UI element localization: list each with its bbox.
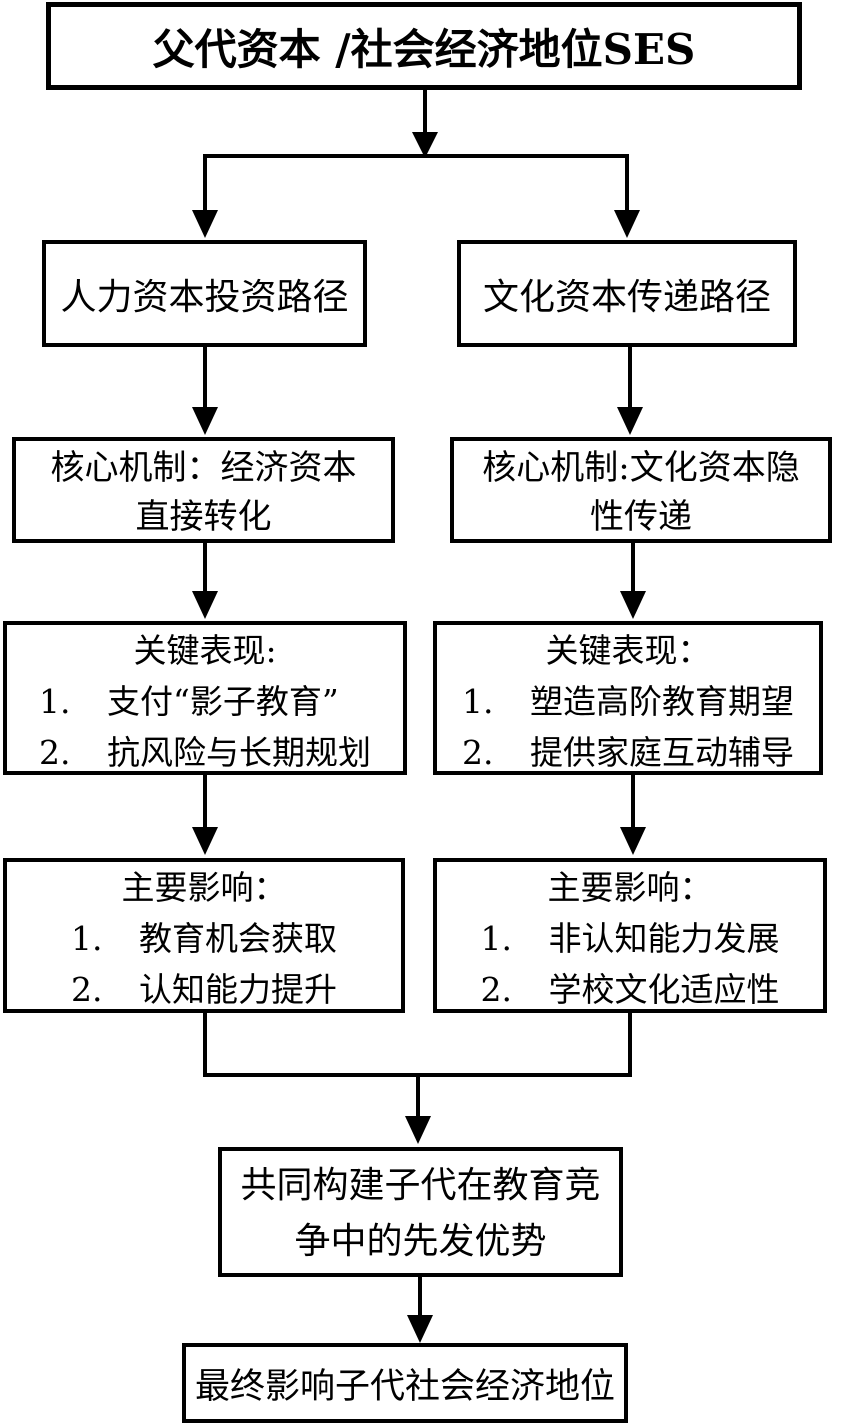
list-item: 1. 塑造高阶教育期望 — [462, 676, 794, 727]
list-item: 2. 认知能力提升 — [71, 964, 337, 1015]
node-label: 人力资本投资路径 — [60, 276, 349, 318]
node-final-ses-outcome: 最终影响子代社会经济地位 — [182, 1343, 628, 1423]
node-label: 文化资本传递路径 — [482, 276, 771, 318]
merge-bar — [203, 1013, 632, 1144]
arrow-branch-right-to-mechanism — [617, 347, 643, 435]
list-item-number: 1. — [480, 919, 513, 958]
list-item: 2. 提供家庭互动辅导 — [462, 727, 794, 778]
node-title: 主要影响： — [121, 868, 287, 907]
node-label: 父代资本 /社会经济地位SES — [152, 24, 696, 74]
list-item-number: 1. — [462, 682, 494, 721]
list-item-text: 支付“影子教育” — [107, 682, 339, 721]
node-impact-right: 主要影响： 1. 非认知能力发展 2. 学校文化适应性 — [433, 858, 827, 1013]
node-mechanism-left: 核心机制：经济资本 直接转化 — [12, 437, 395, 543]
node-parent-capital-ses: 父代资本 /社会经济地位SES — [46, 2, 802, 90]
node-label-line: 争中的先发优势 — [294, 1221, 547, 1262]
arrow-branch-left-to-mechanism — [192, 347, 218, 435]
arrow-merge-to-final — [407, 1277, 433, 1343]
list-item-number: 2. — [480, 970, 513, 1009]
node-label-line: 核心机制:文化资本隐 — [482, 448, 800, 488]
arrowhead-down-icon — [405, 1116, 431, 1144]
list-item-number: 1. — [71, 919, 103, 958]
list-item: 2. 抗风险与长期规划 — [39, 727, 371, 778]
list-item-text: 提供家庭互动辅导 — [530, 733, 794, 772]
numbered-list: 1. 非认知能力发展 2. 学校文化适应性 — [481, 913, 780, 1015]
list-item-number: 2. — [71, 970, 103, 1009]
arrow-manifestation-left-to-impact — [192, 775, 218, 855]
arrowhead-down-icon — [620, 827, 646, 855]
list-item: 1. 教育机会获取 — [71, 913, 337, 964]
list-item-number: 1. — [39, 682, 71, 721]
arrow-root-to-split — [412, 88, 438, 158]
list-item-text: 教育机会获取 — [139, 919, 337, 958]
node-title: 关键表现: — [133, 631, 277, 670]
arrowhead-down-icon — [614, 210, 640, 238]
split-bar — [192, 154, 640, 238]
list-item: 1. 支付“影子教育” — [39, 676, 371, 727]
node-human-capital-path: 人力资本投资路径 — [42, 240, 367, 347]
list-item-text: 学校文化适应性 — [548, 970, 780, 1009]
arrowhead-down-icon — [620, 591, 646, 619]
arrow-mechanism-left-to-manifestation — [192, 543, 218, 619]
arrowhead-down-icon — [192, 827, 218, 855]
list-item-text: 非认知能力发展 — [548, 919, 780, 958]
list-item-text: 认知能力提升 — [139, 970, 337, 1009]
arrowhead-down-icon — [192, 591, 218, 619]
list-item-number: 2. — [39, 733, 71, 772]
node-manifestation-left: 关键表现: 1. 支付“影子教育” 2. 抗风险与长期规划 — [3, 621, 407, 775]
arrowhead-down-icon — [192, 210, 218, 238]
list-item-number: 2. — [462, 733, 494, 772]
node-cultural-capital-path: 文化资本传递路径 — [457, 240, 797, 347]
arrowhead-down-icon — [407, 1315, 433, 1343]
numbered-list: 1. 教育机会获取 2. 认知能力提升 — [71, 913, 337, 1015]
arrow-mechanism-right-to-manifestation — [620, 543, 646, 619]
node-label-line: 共同构建子代在教育竞 — [240, 1165, 601, 1206]
numbered-list: 1. 塑造高阶教育期望 2. 提供家庭互动辅导 — [462, 676, 794, 778]
arrowhead-down-icon — [192, 407, 218, 435]
list-item-text: 抗风险与长期规划 — [107, 733, 371, 772]
node-label-line: 直接转化 — [135, 497, 272, 537]
node-combined-advantage: 共同构建子代在教育竞 争中的先发优势 — [218, 1147, 623, 1277]
node-label: 最终影响子代社会经济地位 — [194, 1366, 615, 1407]
arrow-manifestation-right-to-impact — [620, 775, 646, 855]
node-impact-left: 主要影响： 1. 教育机会获取 2. 认知能力提升 — [3, 858, 405, 1013]
node-label-line: 性传递 — [590, 497, 692, 537]
node-title: 主要影响： — [547, 868, 713, 907]
node-label-line: 核心机制：经济资本 — [50, 448, 357, 488]
node-title: 关键表现： — [545, 631, 711, 670]
node-manifestation-right: 关键表现： 1. 塑造高阶教育期望 2. 提供家庭互动辅导 — [433, 621, 823, 775]
node-mechanism-right: 核心机制:文化资本隐 性传递 — [450, 437, 832, 543]
arrowhead-down-icon — [617, 407, 643, 435]
numbered-list: 1. 支付“影子教育” 2. 抗风险与长期规划 — [39, 676, 371, 778]
list-item: 2. 学校文化适应性 — [481, 964, 780, 1015]
list-item: 1. 非认知能力发展 — [481, 913, 780, 964]
arrowhead-down-icon — [412, 132, 438, 158]
list-item-text: 塑造高阶教育期望 — [530, 682, 794, 721]
